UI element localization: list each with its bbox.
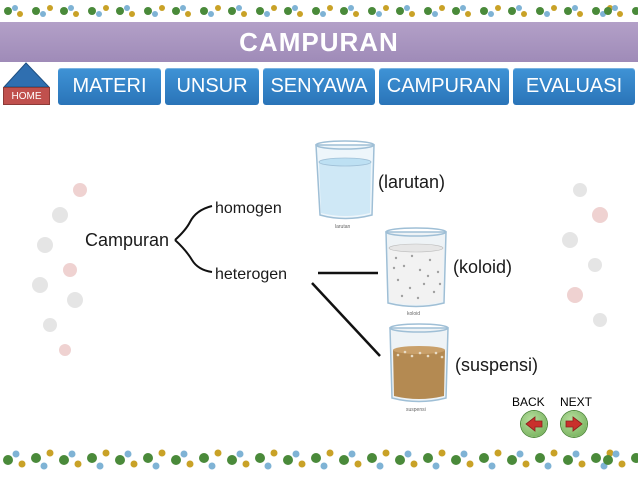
beaker-suspensi: suspensi — [389, 323, 449, 413]
mixture-classification-diagram: Campuran homogen heterogen (larutan) (ko… — [32, 140, 608, 413]
next-label: NEXT — [560, 395, 593, 409]
campuran-label: Campuran — [85, 230, 169, 250]
decorative-border-top — [4, 5, 638, 17]
home-roof-icon — [2, 62, 51, 88]
branch-heterogen-line — [174, 239, 213, 273]
larutan-caption: larutan — [335, 224, 351, 230]
beaker-koloid: koloid — [385, 227, 447, 317]
nav-evaluasi-button[interactable]: EVALUASI — [513, 68, 635, 105]
branch-homogen-line — [174, 205, 213, 241]
koloid-caption: koloid — [407, 311, 420, 317]
larutan-label: (larutan) — [378, 172, 445, 192]
arrow-right-icon — [565, 416, 583, 432]
nav-campuran-button[interactable]: CAMPURAN — [379, 68, 509, 105]
faded-molecule-right — [562, 183, 608, 327]
nav-senyawa-button[interactable]: SENYAWA — [263, 68, 375, 105]
heterogen-suspensi-line — [311, 282, 381, 357]
page-title: CAMPURAN — [0, 22, 638, 62]
beaker-larutan: larutan — [315, 140, 375, 230]
back-label: BACK — [512, 395, 545, 409]
homogen-label: homogen — [215, 200, 282, 217]
faded-molecule-left — [32, 183, 87, 356]
next-button[interactable] — [561, 411, 587, 437]
heterogen-label: heterogen — [215, 266, 287, 283]
suspensi-label: (suspensi) — [455, 355, 538, 375]
suspensi-caption: suspensi — [406, 407, 426, 413]
home-button[interactable]: HOME — [2, 62, 51, 105]
home-label: HOME — [3, 87, 50, 105]
koloid-label: (koloid) — [453, 257, 512, 277]
back-button[interactable] — [521, 411, 547, 437]
nav-materi-button[interactable]: MATERI — [58, 68, 161, 105]
arrow-left-icon — [525, 416, 543, 432]
decorative-border-bottom — [3, 449, 638, 470]
nav-unsur-button[interactable]: UNSUR — [165, 68, 259, 105]
